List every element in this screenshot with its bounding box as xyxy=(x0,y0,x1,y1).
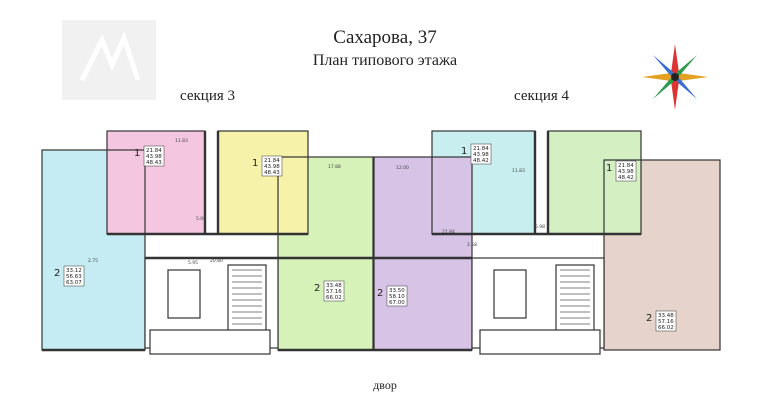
apartment-rooms-count: 2 xyxy=(314,283,320,294)
apartment-area-value: 21.84 xyxy=(264,158,280,164)
section-4-label: секция 4 xyxy=(514,88,569,104)
apartment-area-value: 33.48 xyxy=(326,283,342,289)
room-area-label: 5.00 xyxy=(196,216,206,222)
apartment-fill xyxy=(548,131,641,234)
apartment-area-box xyxy=(386,285,408,307)
apartment-fill xyxy=(218,131,308,234)
developer-logo xyxy=(62,20,156,100)
apartment-area-value: 43.98 xyxy=(618,169,634,175)
apartment-area-value: 66.02 xyxy=(326,295,342,301)
apartment-area-value: 33.12 xyxy=(66,268,82,274)
room-area-label: 11.83 xyxy=(175,138,188,144)
apartment-3-s4 xyxy=(603,159,721,351)
apartment-area-box xyxy=(323,280,345,302)
apartment-area-value: 43.98 xyxy=(264,164,280,170)
apartment-area-value: 48.42 xyxy=(618,175,634,181)
address-title: Сахарова, 37 xyxy=(333,27,437,48)
apartment-area-value: 21.84 xyxy=(146,148,162,154)
room-area-label: 20.80 xyxy=(210,258,223,264)
room-area-label: 21.84 xyxy=(442,229,455,235)
plan-subtitle: План типового этажа xyxy=(312,52,458,69)
room-area-label: 17.88 xyxy=(328,164,341,170)
room-area-label: 5.95 xyxy=(188,260,198,266)
apartment-area-box xyxy=(63,265,85,287)
apartment-area-value: 57.16 xyxy=(658,319,674,325)
apartment-area-value: 43.98 xyxy=(473,152,489,158)
apartment-rooms-count: 2 xyxy=(54,268,60,279)
section-3-label: секция 3 xyxy=(180,88,235,104)
apartment-area-value: 66.02 xyxy=(658,325,674,331)
apartment-area-value: 33.50 xyxy=(389,288,405,294)
room-area-label: 12.00 xyxy=(396,165,409,171)
room-area-label: 5.98 xyxy=(535,224,545,230)
apartment-area-value: 56.63 xyxy=(66,274,82,280)
room-area-label: 2.75 xyxy=(88,258,98,264)
apartment-rooms-count: 1 xyxy=(134,148,140,159)
apartment-area-value: 48.43 xyxy=(264,170,280,176)
apartment-fill xyxy=(374,157,472,350)
apartment-area-value: 21.84 xyxy=(618,163,634,169)
apartment-area-box xyxy=(615,160,637,182)
apartment-area-value: 57.16 xyxy=(326,289,342,295)
yard-label: двор xyxy=(373,378,397,392)
apartment-area-value: 63.07 xyxy=(66,280,82,286)
apartment-area-box xyxy=(470,143,492,165)
apartment-area-value: 67.00 xyxy=(389,300,405,306)
apartment-rooms-count: 1 xyxy=(252,158,258,169)
apartment-area-box xyxy=(143,145,165,167)
apartment-area-value: 43.98 xyxy=(146,154,162,160)
apartment-area-box xyxy=(655,310,677,332)
room-area-label: 11.83 xyxy=(512,168,525,174)
apartment-area-value: 58.10 xyxy=(389,294,405,300)
apartment-rooms-count: 2 xyxy=(377,288,383,299)
apartment-area-value: 48.42 xyxy=(473,158,489,164)
apartment-area-box xyxy=(261,155,283,177)
apartment-rooms-count: 2 xyxy=(646,313,652,324)
compass-rose-icon xyxy=(642,44,708,110)
room-area-label: 2.58 xyxy=(467,242,477,248)
apartment-area-value: 48.43 xyxy=(146,160,162,166)
apartment-area-value: 21.84 xyxy=(473,146,489,152)
apartment-rooms-count: 1 xyxy=(461,146,467,157)
apartment-rooms-count: 1 xyxy=(606,163,612,174)
apartment-area-value: 33.48 xyxy=(658,313,674,319)
